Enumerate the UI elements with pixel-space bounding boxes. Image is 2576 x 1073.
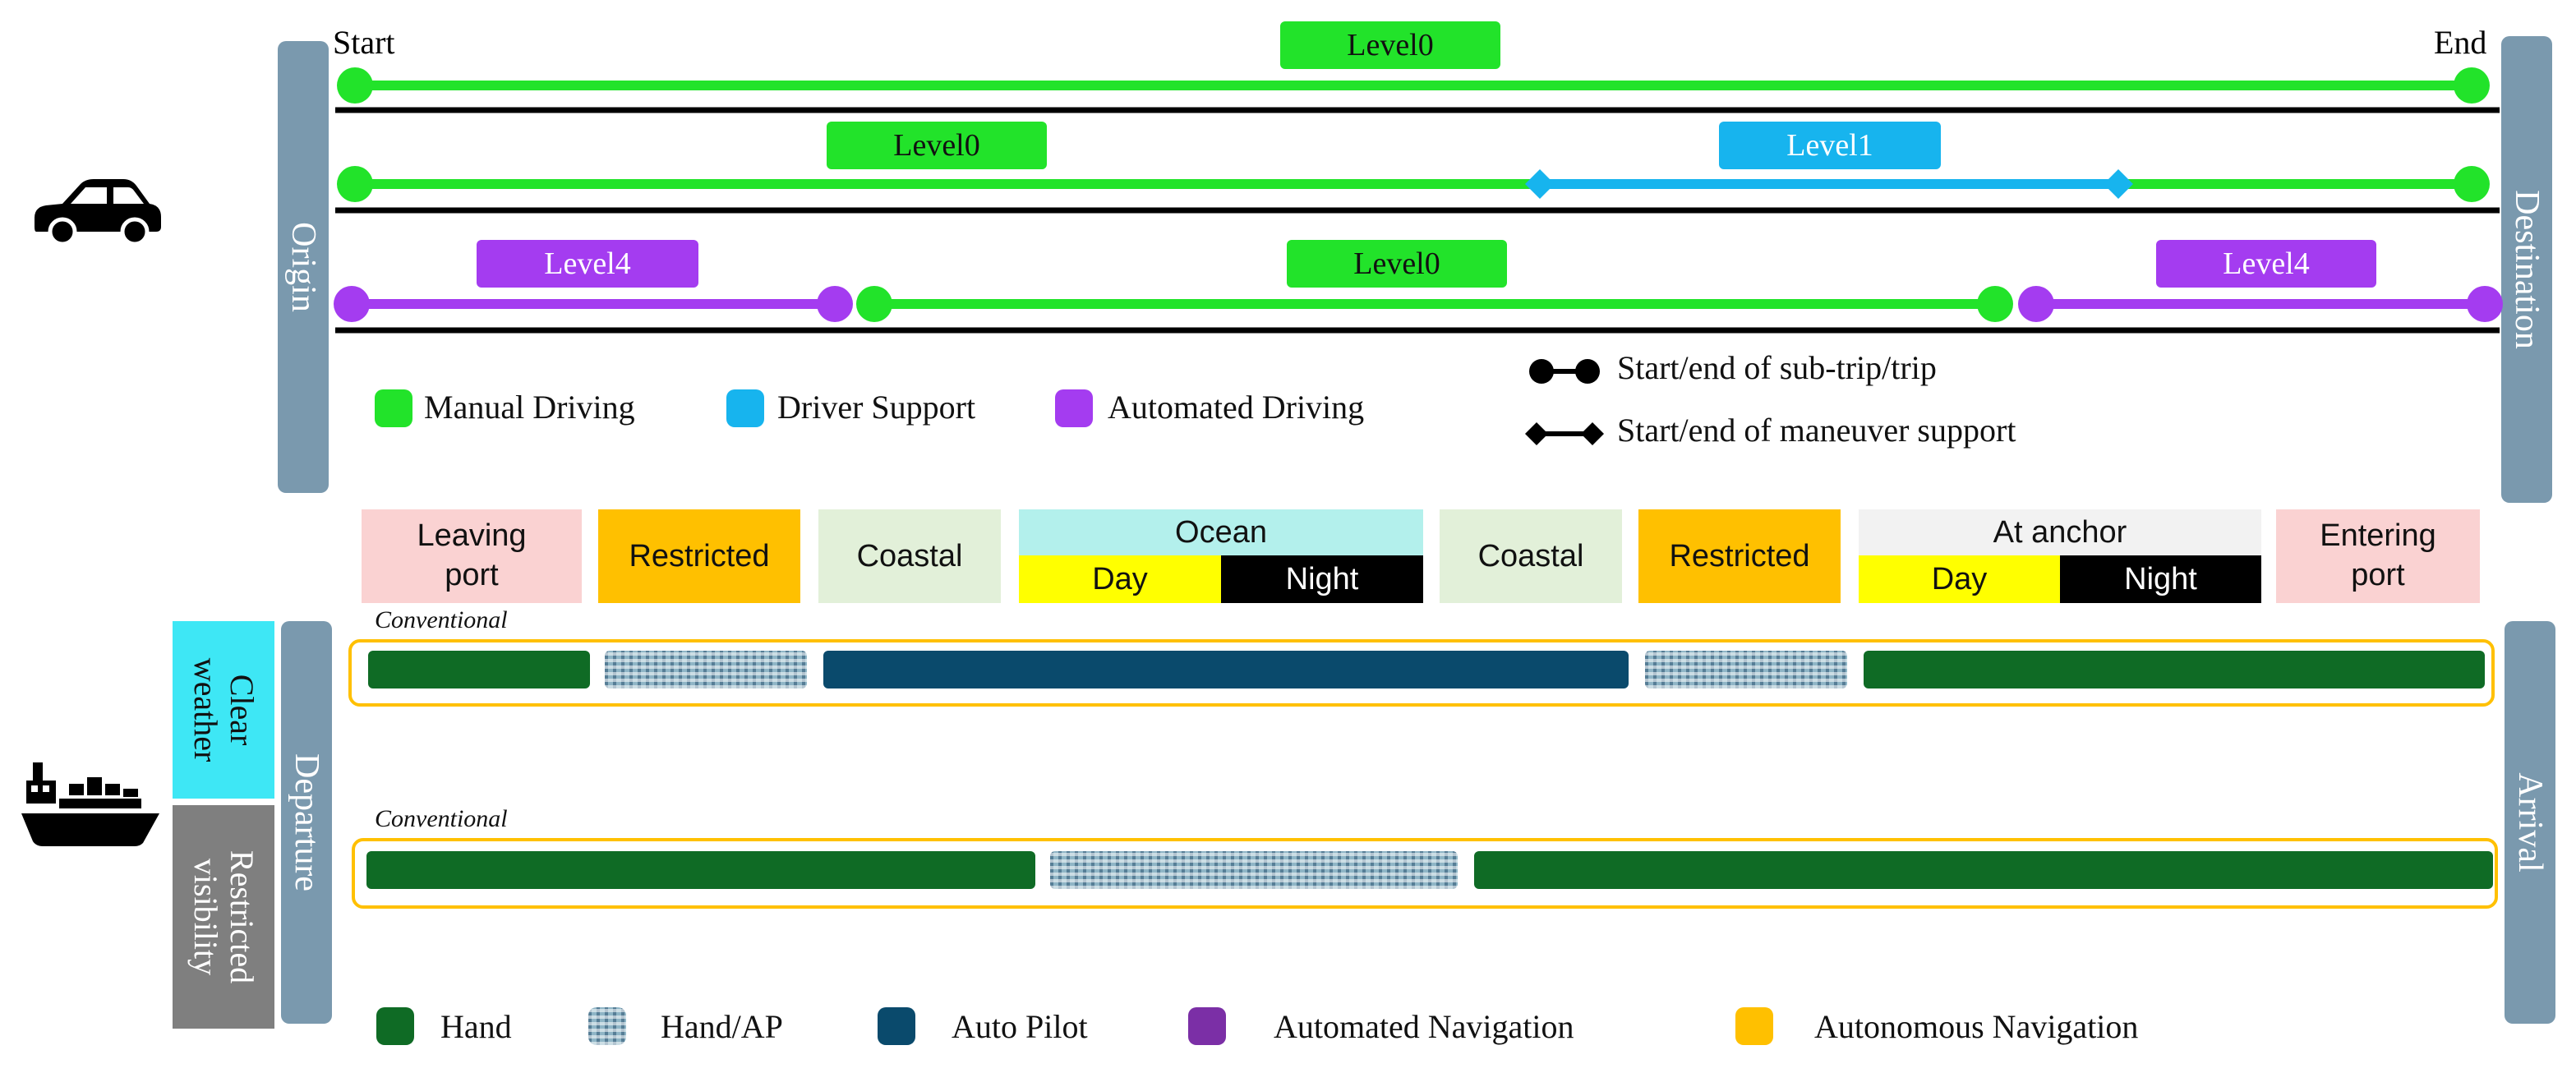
legend-autonomous-nav-swatch <box>1735 1007 1773 1045</box>
phase-entering-port: Entering port <box>2276 509 2480 603</box>
restricted-row-frame <box>352 838 2498 909</box>
condition-restricted-visibility: Restricted visibility <box>173 805 274 1029</box>
legend-manual-label: Manual Driving <box>424 389 635 426</box>
row1-end-node <box>2454 67 2490 104</box>
phase-coastal-2: Coastal <box>1440 509 1622 603</box>
restricted-hand-bar-2 <box>1474 851 2493 889</box>
destination-bar: Destination <box>2501 36 2552 503</box>
anchor-day: Day <box>1859 555 2060 603</box>
phase-coastal-1: Coastal <box>818 509 1001 603</box>
phase-restricted-1: Restricted <box>598 509 800 603</box>
conventional-label-2: Conventional <box>375 805 508 832</box>
clear-hand-bar-2 <box>1864 651 2485 688</box>
row3-node-3 <box>856 286 892 322</box>
row2-end-node <box>2454 166 2490 202</box>
clear-weather-row-frame <box>348 639 2495 707</box>
trip-marker-label: Start/end of sub-trip/trip <box>1617 349 1937 386</box>
row2-start-node <box>337 166 373 202</box>
arrival-bar: Arrival <box>2505 621 2555 1024</box>
condition-clear-weather: Clear weather <box>173 621 274 799</box>
legend-hand-swatch <box>376 1007 414 1045</box>
ship-icon <box>21 762 159 846</box>
car-icon <box>35 179 161 246</box>
row3-level4-label-2: Level4 <box>2156 240 2376 288</box>
clear-hand-ap-bar-2 <box>1645 651 1847 688</box>
origin-bar: Origin <box>278 41 329 493</box>
arrival-label: Arrival <box>2511 772 2549 873</box>
maneuver-marker-label: Start/end of maneuver support <box>1617 412 2016 449</box>
row1-level-label: Level0 <box>1280 21 1500 69</box>
legend-automated-nav-swatch <box>1188 1007 1226 1045</box>
anchor-night: Night <box>2060 555 2261 603</box>
legend-hand-ap-swatch <box>588 1007 626 1045</box>
legend-automated-label: Automated Driving <box>1108 389 1365 426</box>
legend-manual-swatch <box>375 389 412 427</box>
row3-level0-label: Level0 <box>1287 240 1507 288</box>
restricted-hand-ap-bar <box>1050 851 1458 889</box>
legend-automated-nav-label: Automated Navigation <box>1274 1008 1574 1045</box>
phase-ocean: Ocean Day Night <box>1019 509 1423 603</box>
row2-maneuver-start <box>1525 169 1555 199</box>
legend-autopilot-label: Auto Pilot <box>952 1008 1088 1045</box>
legend-hand-ap-label: Hand/AP <box>661 1008 783 1045</box>
maneuver-marker-icon <box>1525 422 1604 445</box>
restricted-hand-bar-1 <box>366 851 1035 889</box>
ocean-night: Night <box>1221 555 1423 603</box>
row3-level4-label-1: Level4 <box>477 240 698 288</box>
row3-node-4 <box>1977 286 2013 322</box>
row3-node-6 <box>2467 286 2503 322</box>
clear-hand-ap-bar-1 <box>605 651 807 688</box>
legend-autopilot-swatch <box>878 1007 915 1045</box>
departure-bar: Departure <box>281 621 332 1024</box>
row2-maneuver-end <box>2104 169 2133 199</box>
row1-start-node <box>337 67 373 104</box>
clear-autopilot-bar <box>823 651 1629 688</box>
legend-support-label: Driver Support <box>777 389 976 426</box>
trip-marker-icon <box>1529 359 1600 384</box>
row2-level1-label: Level1 <box>1719 122 1941 169</box>
row2-level0-label: Level0 <box>827 122 1047 169</box>
departure-label: Departure <box>288 753 325 891</box>
row3-node-5 <box>2018 286 2054 322</box>
phase-at-anchor: At anchor Day Night <box>1859 509 2261 603</box>
legend-automated-swatch <box>1055 389 1093 427</box>
legend-autonomous-nav-label: Autonomous Navigation <box>1814 1008 2139 1045</box>
legend-support-swatch <box>726 389 764 427</box>
end-label: End <box>2434 24 2487 61</box>
phase-leaving-port: Leaving port <box>362 509 582 603</box>
row3-node-2 <box>817 286 853 322</box>
row3-node-1 <box>334 286 370 322</box>
conventional-label-1: Conventional <box>375 606 508 633</box>
clear-hand-bar-1 <box>368 651 590 688</box>
car-timeline <box>334 67 2503 334</box>
start-label: Start <box>333 24 395 61</box>
phase-restricted-2: Restricted <box>1638 509 1841 603</box>
ocean-day: Day <box>1019 555 1221 603</box>
legend-hand-label: Hand <box>440 1008 512 1045</box>
